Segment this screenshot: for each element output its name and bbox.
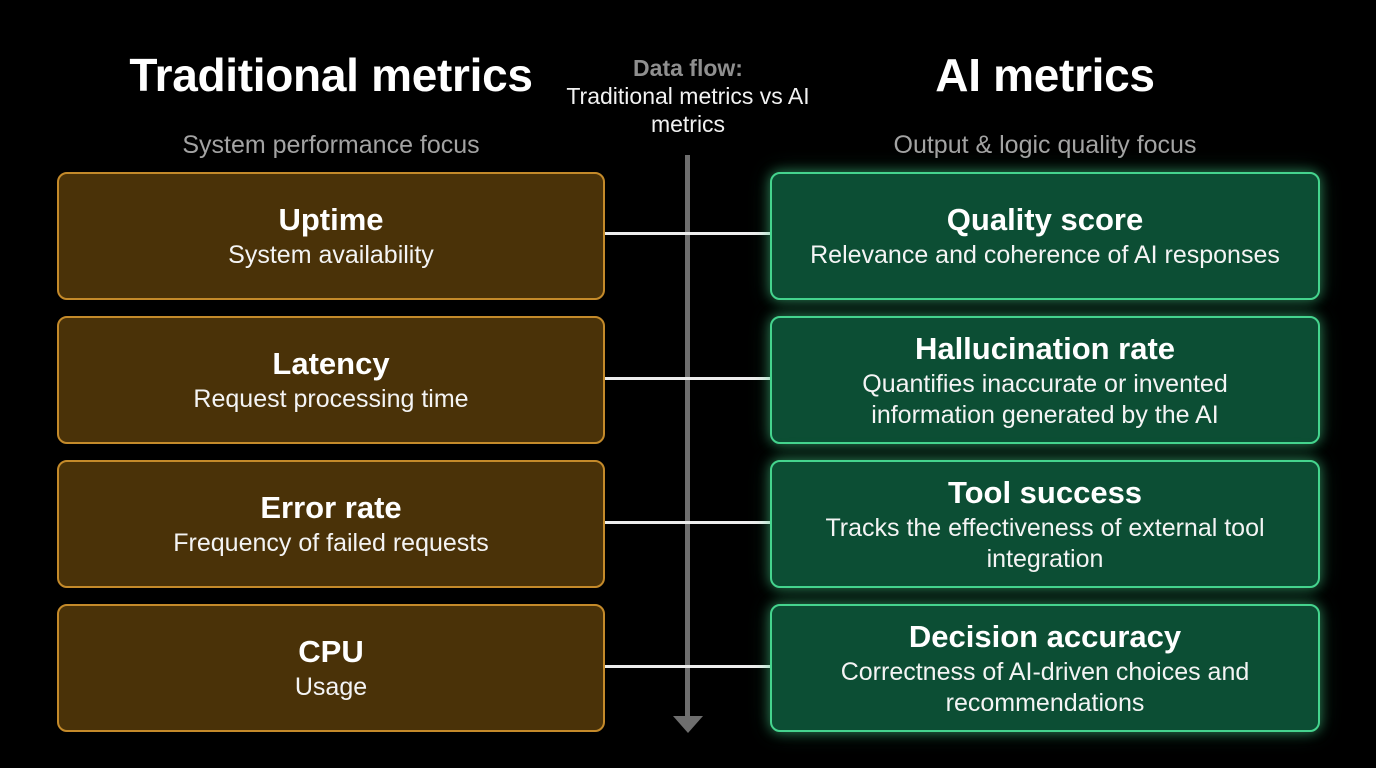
metric-card-latency: Latency Request processing time (57, 316, 605, 444)
metric-card-title: Error rate (260, 490, 402, 525)
data-flow-description: Traditional metrics vs AI metrics (566, 83, 810, 137)
metric-card-description: Request processing time (193, 385, 469, 413)
metric-card-title: Latency (272, 346, 390, 381)
data-flow-caption: Data flow: Traditional metrics vs AI met… (563, 54, 813, 138)
metric-card-description: System availability (228, 241, 434, 269)
metric-card-description: Quantifies inaccurate or invented inform… (862, 369, 1228, 429)
connector-line-error-tool (605, 521, 771, 524)
metric-card-title: Tool success (947, 474, 1143, 510)
metric-card-description: Relevance and coherence of AI responses (810, 241, 1280, 269)
metric-card-title: Quality score (946, 202, 1144, 237)
connector-line-uptime-quality (605, 232, 771, 235)
metric-card-title: CPU (298, 634, 364, 669)
metric-card-description: Correctness of AI-driven choices and rec… (840, 657, 1250, 717)
metric-card-title: Hallucination rate (914, 330, 1176, 366)
metric-card-uptime: Uptime System availability (57, 172, 605, 300)
traditional-metrics-subtitle: System performance focus (182, 131, 480, 159)
metric-card-description: Frequency of failed requests (173, 529, 489, 557)
metric-card-decision-accuracy: Decision accuracy Correctness of AI-driv… (770, 604, 1320, 732)
metric-card-error-rate: Error rate Frequency of failed requests (57, 460, 605, 588)
traditional-metrics-heading: Traditional metrics (129, 49, 533, 101)
data-flow-axis (685, 155, 690, 718)
ai-metrics-subtitle: Output & logic quality focus (893, 131, 1197, 159)
metric-card-description: Tracks the effectiveness of external too… (825, 513, 1265, 573)
ai-metrics-heading: AI metrics (935, 49, 1155, 101)
connector-line-latency-hallucination (605, 377, 771, 380)
metric-card-title: Uptime (278, 202, 384, 237)
connector-line-cpu-decision (605, 665, 771, 668)
data-flow-label: Data flow: (633, 55, 743, 81)
metric-card-hallucination-rate: Hallucination rate Quantifies inaccurate… (770, 316, 1320, 444)
metric-card-description: Usage (294, 673, 368, 701)
metric-card-quality-score: Quality score Relevance and coherence of… (770, 172, 1320, 300)
metric-card-title: Decision accuracy (908, 618, 1182, 654)
metric-card-cpu: CPU Usage (57, 604, 605, 732)
metric-card-tool-success: Tool success Tracks the effectiveness of… (770, 460, 1320, 588)
down-arrow-icon (673, 716, 703, 733)
